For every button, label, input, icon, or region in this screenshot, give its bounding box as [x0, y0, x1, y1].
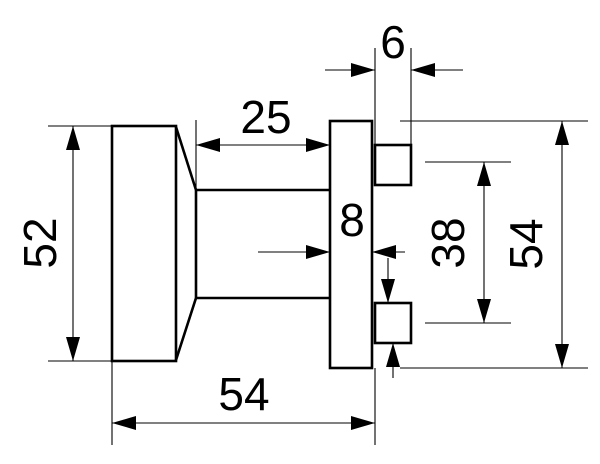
dimension-total-length: 54	[111, 361, 376, 445]
dimension-plate-height: 54	[400, 120, 588, 369]
arrowhead-up	[477, 162, 491, 186]
arrowhead-up	[66, 126, 80, 150]
arrowhead-down	[477, 299, 491, 323]
arrowhead-down	[381, 279, 395, 303]
arrowhead-left	[196, 138, 220, 152]
knob-cap	[110, 124, 178, 363]
arrowhead-left	[372, 245, 396, 259]
mounting-plate	[328, 119, 374, 370]
dimension-neck-length: 25	[195, 91, 330, 190]
arrowhead-up	[386, 343, 400, 367]
arrowhead-right	[306, 138, 330, 152]
stud-bottom	[373, 301, 413, 345]
knob-taper-top	[174, 126, 198, 191]
dimension-plate-thickness: 8	[258, 194, 405, 259]
arrowhead-right	[351, 416, 375, 430]
dimension-knob-height: 52	[14, 125, 112, 362]
dimension-label-stud-length: 6	[380, 16, 406, 68]
arrowhead-right	[306, 245, 330, 259]
dimension-label-neck-length: 25	[240, 91, 291, 143]
dimension-label-stud-spacing: 38	[422, 217, 474, 268]
dimension-label-plate-height: 54	[500, 218, 552, 269]
dimension-label-knob-height: 52	[14, 217, 66, 268]
stud-top	[373, 143, 413, 187]
knob-taper-bottom	[174, 297, 198, 361]
arrowhead-left	[411, 63, 435, 77]
leader-bottom-stud	[381, 258, 400, 378]
arrowhead-down	[555, 344, 569, 368]
dimension-stud-length: 6	[325, 16, 463, 145]
dimension-label-total-length: 54	[218, 368, 269, 420]
arrowhead-up	[555, 121, 569, 145]
dimension-stud-spacing: 38	[422, 161, 511, 324]
arrowhead-right	[351, 63, 375, 77]
part-outline	[110, 119, 413, 370]
arrowhead-down	[66, 337, 80, 361]
arrowhead-left	[112, 416, 136, 430]
dimension-label-plate-thickness: 8	[339, 194, 365, 246]
